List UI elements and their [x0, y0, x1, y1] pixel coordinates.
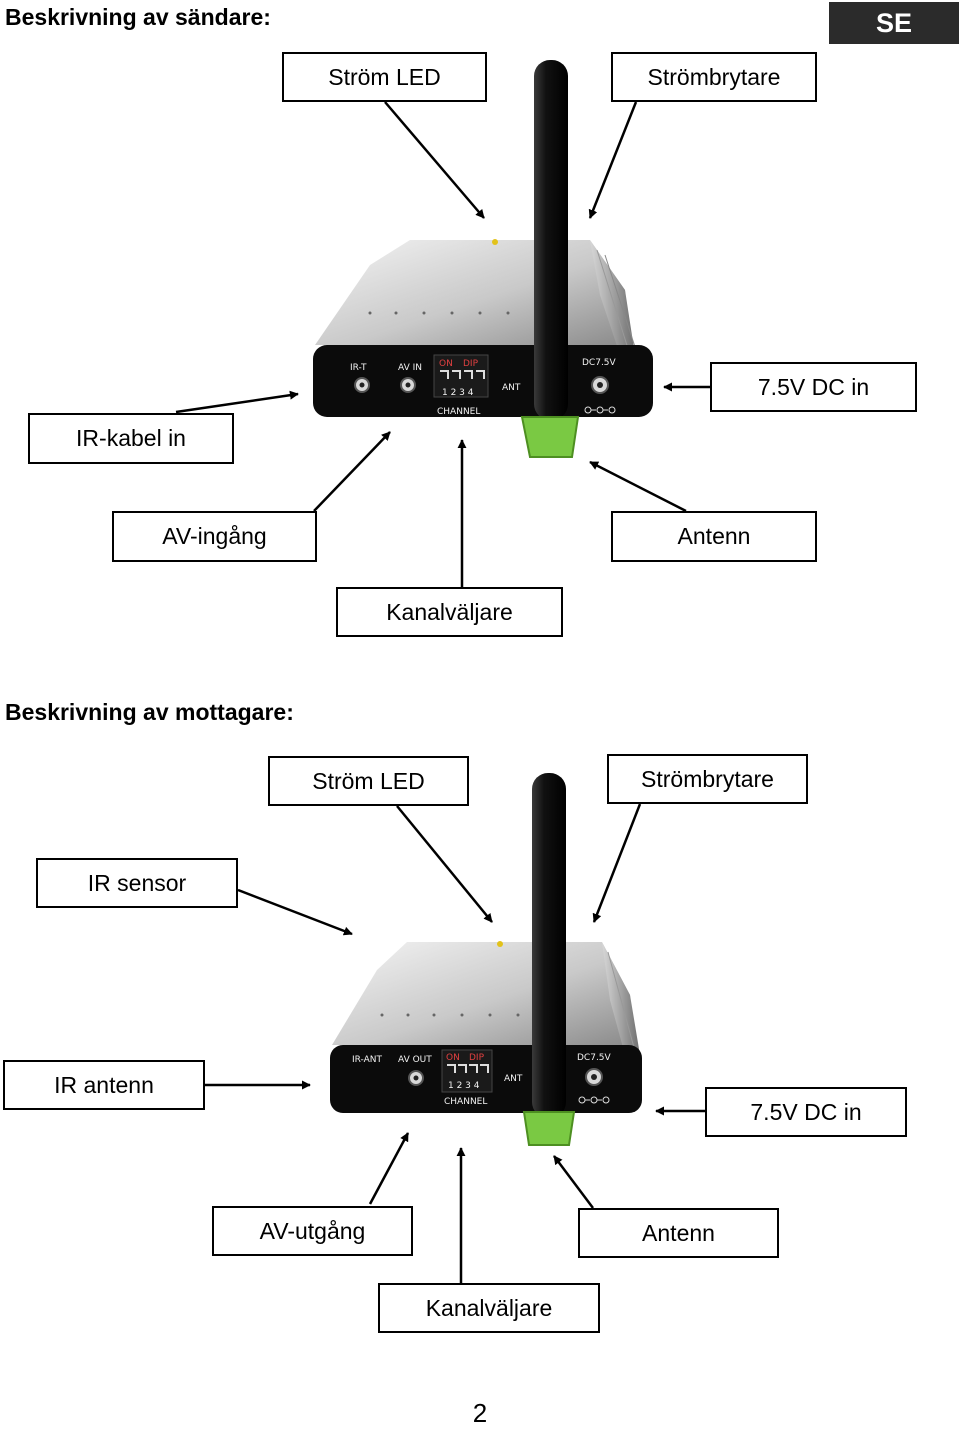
ir-port-label: IR-ANT	[352, 1055, 382, 1065]
case-side	[590, 240, 635, 355]
receiver-antenna-callout: Antenn	[578, 1208, 779, 1258]
page-number: 2	[472, 1398, 488, 1428]
power-led-icon	[492, 239, 498, 245]
channel-label: CHANNEL	[444, 1097, 487, 1107]
ant-label: ANT	[504, 1074, 523, 1084]
dip-numbers: 1 2 3 4	[448, 1081, 480, 1091]
transmitter-heading: Beskrivning av sändare:	[5, 4, 271, 30]
dip-on-label: ON	[446, 1053, 460, 1063]
channel-label: CHANNEL	[437, 407, 480, 417]
arrow-rx-power-led	[396, 805, 493, 923]
transmitter-channel-callout: Kanalväljare	[336, 587, 563, 637]
dip-numbers: 1 2 3 4	[442, 388, 474, 398]
antenna-connector	[522, 1111, 576, 1146]
transmitter-device-image: IR-T AV IN ON DIP 1 2 3 4 CHANNEL ANT DC…	[300, 55, 660, 475]
receiver-heading: Beskrivning av mottagare:	[5, 699, 294, 725]
language-badge: SE	[829, 2, 959, 44]
dip-on-label: ON	[439, 359, 453, 369]
receiver-power-led-callout: Ström LED	[268, 756, 469, 806]
receiver-ir-antenna-callout: IR antenn	[3, 1060, 205, 1110]
arrow-tx-ir-cable	[175, 390, 299, 414]
antenna-icon	[534, 60, 568, 420]
arrow-tx-power-led	[384, 101, 485, 219]
dc-label: DC7.5V	[577, 1053, 612, 1063]
arrow-rx-ir-sensor	[237, 888, 353, 936]
transmitter-power-led-callout: Ström LED	[282, 52, 487, 102]
av-port-label: AV IN	[398, 363, 422, 373]
transmitter-ir-cable-callout: IR-kabel in	[28, 413, 234, 464]
ir-port-label: IR-T	[350, 363, 367, 373]
transmitter-antenna-callout: Antenn	[611, 511, 817, 562]
receiver-av-output-callout: AV-utgång	[212, 1206, 413, 1256]
transmitter-dc-in-callout: 7.5V DC in	[710, 362, 917, 412]
power-led-icon	[497, 941, 503, 947]
arrow-tx-av-input	[313, 431, 391, 512]
receiver-ir-sensor-callout: IR sensor	[36, 858, 238, 908]
arrow-tx-power-switch	[588, 101, 638, 219]
av-port-label: AV OUT	[398, 1055, 432, 1065]
receiver-device-image: IR-ANT AV OUT ON DIP 1 2 3 4 CHANNEL ANT…	[312, 770, 652, 1170]
dip-label: DIP	[469, 1053, 485, 1063]
transmitter-av-input-callout: AV-ingång	[112, 511, 317, 562]
arrow-rx-antenna	[553, 1155, 594, 1209]
antenna-icon	[532, 773, 566, 1118]
ant-label: ANT	[502, 383, 521, 393]
receiver-channel-callout: Kanalväljare	[378, 1283, 600, 1333]
receiver-dc-in-callout: 7.5V DC in	[705, 1087, 907, 1137]
arrow-tx-antenna	[589, 460, 687, 513]
receiver-power-switch-callout: Strömbrytare	[607, 754, 808, 804]
dip-label: DIP	[463, 359, 479, 369]
arrow-rx-av-output	[368, 1132, 410, 1205]
transmitter-power-switch-callout: Strömbrytare	[611, 52, 817, 102]
dc-label: DC7.5V	[582, 358, 617, 368]
antenna-connector	[520, 416, 580, 458]
arrow-rx-power-switch	[592, 803, 642, 923]
